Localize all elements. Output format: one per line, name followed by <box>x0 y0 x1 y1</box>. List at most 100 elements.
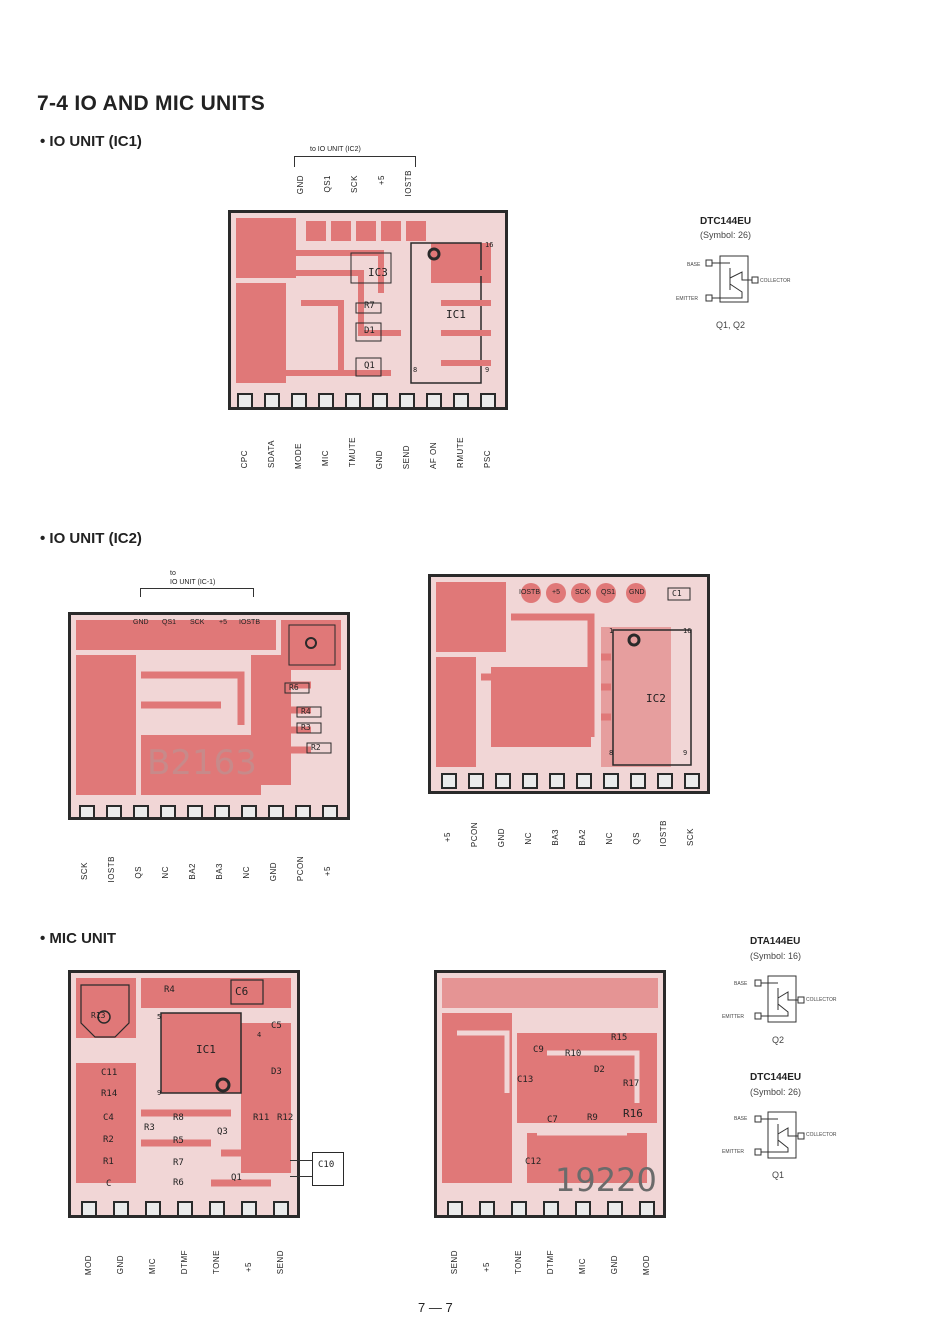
transistor-a-base: BASE <box>687 262 701 268</box>
io-ic2-right-pin: NC <box>605 832 614 845</box>
io-ic2-right-pin: SCK <box>686 828 695 846</box>
mic-left-comp: Q1 <box>231 1173 242 1183</box>
mic-left-comp: R8 <box>173 1113 184 1123</box>
c10-label: C10 <box>318 1160 335 1170</box>
io-ic2-left-pin: PCON <box>296 856 305 882</box>
mic-right-comp: R10 <box>565 1049 582 1059</box>
io-ic2-top-pin: QS1 <box>162 619 177 626</box>
mic-left-comp: R1 <box>103 1157 114 1167</box>
io-ic2-left-pad <box>106 805 122 817</box>
mic-right-pin: MOD <box>642 1255 651 1276</box>
transistor-a-symbol-icon <box>705 255 759 303</box>
io-ic2-right-pin: BA2 <box>578 829 587 846</box>
mic-left-comp: R5 <box>173 1136 184 1146</box>
transistor-c-symbol: (Symbol: 26) <box>750 1087 802 1097</box>
mic-left-pin: DTMF <box>180 1250 189 1275</box>
io-ic2-left-pad <box>268 805 284 817</box>
io-ic1-bottom-pin: RMUTE <box>456 437 465 468</box>
io-ic2-right-pin: BA3 <box>551 829 560 846</box>
transistor-b-refs: Q2 <box>772 1035 785 1045</box>
mic-left-pin: MIC <box>148 1258 157 1275</box>
io-ic2-left-pad <box>214 805 230 817</box>
io-ic2-left-pad <box>241 805 257 817</box>
mic-left-comp: R11 <box>253 1113 270 1123</box>
io-ic2-right-pin: IOSTB <box>659 820 668 847</box>
io-ic1-bottom-pin: AF ON <box>429 442 438 469</box>
mic-right-pin: GND <box>610 1255 619 1275</box>
io-ic2-left-pad <box>79 805 95 817</box>
io-ic1-board: IC3 R7 D1 Q1 IC1 16 8 9 <box>228 210 508 410</box>
io-ic1-comp: IC1 <box>446 308 466 321</box>
io-ic2-left-pad <box>133 805 149 817</box>
io-ic2-right-pad <box>603 773 619 789</box>
io-ic1-pad <box>426 393 442 407</box>
io-ic2-bracket-label-2: IO UNIT (IC-1) <box>170 579 216 586</box>
io-ic1-bracket-label: to IO UNIT (IC2) <box>310 146 361 153</box>
mic-heading: • MIC UNIT <box>40 930 117 947</box>
mic-left-comp: R3 <box>144 1123 155 1133</box>
mic-left-pin: +5 <box>244 1262 253 1273</box>
mic-left-pad <box>145 1201 161 1215</box>
io-ic2-right-pad <box>549 773 565 789</box>
io-ic2-left-pin: GND <box>269 862 278 882</box>
io-ic1-top-pin: IOSTB <box>404 170 413 197</box>
page-title: 7-4 IO AND MIC UNITS <box>37 92 266 115</box>
transistor-b-symbol: (Symbol: 16) <box>750 951 802 961</box>
io-ic1-top-pin: +5 <box>377 175 386 186</box>
mic-right-comp: R16 <box>623 1107 643 1120</box>
io-ic2-top-pin: +5 <box>219 619 227 626</box>
io-ic2-pin-num: 8 <box>609 749 614 757</box>
page-number: 7 — 7 <box>418 1300 453 1315</box>
io-ic1-pin-num: 8 <box>413 366 418 374</box>
mic-left-comp: R13 <box>91 1011 106 1020</box>
mic-left-comp: C6 <box>235 985 249 998</box>
io-ic1-bottom-pin: TMUTE <box>348 437 357 468</box>
transistor-a-symbol: (Symbol: 26) <box>700 230 752 240</box>
io-ic2-pin-num: 1 <box>609 627 614 635</box>
transistor-c-symbol-icon <box>754 1111 805 1159</box>
mic-right-pad <box>447 1201 463 1215</box>
io-ic1-bottom-pin: MIC <box>321 450 330 467</box>
mic-right-comp: D2 <box>594 1065 605 1075</box>
io-ic2-right-pad-label: GND <box>629 589 645 596</box>
io-ic2-right-pad-label: QS1 <box>601 589 616 596</box>
transistor-b-base: BASE <box>734 981 748 987</box>
mic-left-comp: R7 <box>173 1158 184 1168</box>
io-ic2-left-pin: NC <box>242 866 251 879</box>
mic-left-comp: C11 <box>101 1068 118 1078</box>
io-ic2-heading: • IO UNIT (IC2) <box>40 530 142 547</box>
transistor-a-part: DTC144EU <box>700 216 752 227</box>
io-ic1-bottom-pin: SEND <box>402 445 411 470</box>
io-ic2-left-pin: QS <box>134 866 143 879</box>
io-ic2-right-pin: GND <box>497 828 506 848</box>
mic-left-pad <box>241 1201 257 1215</box>
mic-right-comp: C7 <box>547 1115 558 1125</box>
io-ic2-right-pad <box>495 773 511 789</box>
io-ic1-bottom-pin: MODE <box>294 443 303 469</box>
mic-left-pin: TONE <box>212 1250 221 1275</box>
io-ic2-right-pad-label: SCK <box>575 589 590 596</box>
io-ic2-top-pin: SCK <box>190 619 205 626</box>
io-ic2-right-pad-label: IOSTB <box>519 589 541 596</box>
io-ic2-right-pad <box>468 773 484 789</box>
io-ic2-left-pad <box>322 805 338 817</box>
io-ic2-right-pad-label: +5 <box>552 589 560 596</box>
transistor-c-emitter: EMITTER <box>722 1149 744 1155</box>
mic-left-comp: R2 <box>103 1135 114 1145</box>
mic-left-comp: R12 <box>277 1113 294 1123</box>
transistor-b-collector: COLLECTOR <box>806 997 837 1003</box>
transistor-c-part: DTC144EU <box>750 1072 802 1083</box>
io-ic2-left-traces <box>76 620 341 795</box>
transistor-a-emitter: EMITTER <box>676 296 698 302</box>
io-ic1-comp: Q1 <box>364 361 375 371</box>
io-ic1-top-pin: QS1 <box>323 175 332 193</box>
io-ic1-bracket <box>294 156 416 167</box>
mic-right-comp: R17 <box>623 1079 640 1089</box>
io-ic1-comp: IC3 <box>368 266 388 279</box>
mic-right-pad <box>639 1201 655 1215</box>
io-ic1-bottom-pin: CPC <box>240 450 249 469</box>
io-ic2-right-board: IOSTB +5 SCK QS1 GND C1 IC2 1 16 8 9 <box>428 574 710 794</box>
io-ic2-right-pad <box>522 773 538 789</box>
io-ic2-top-pin: IOSTB <box>239 619 261 626</box>
transistor-c-refs: Q1 <box>772 1170 785 1180</box>
